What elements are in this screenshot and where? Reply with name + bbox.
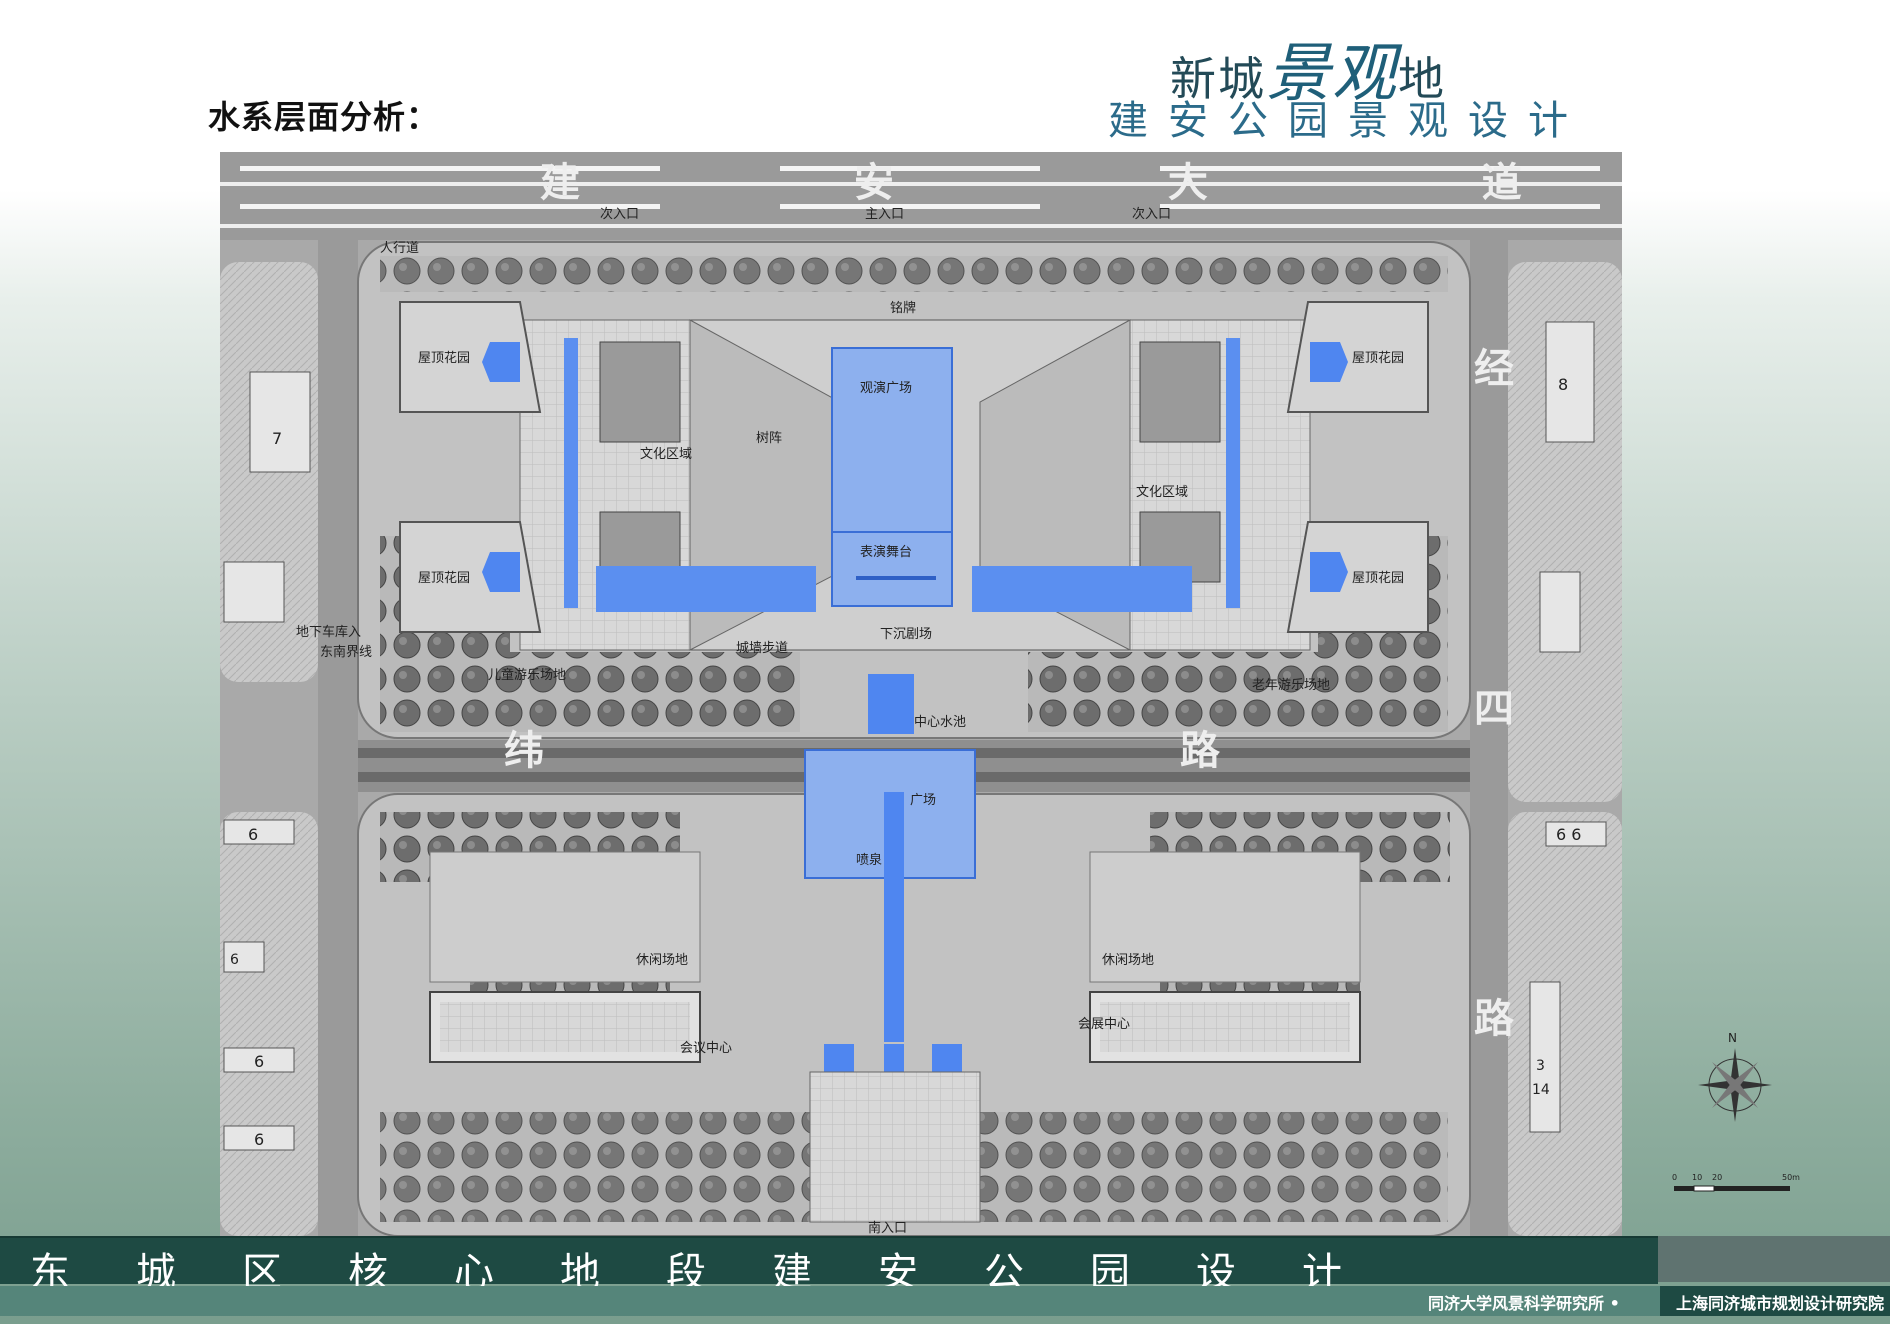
page-heading: 水系层面分析： [208,98,440,136]
scale-tick-0: 0 [1672,1173,1677,1182]
west-road [318,240,358,1236]
building-8 [1545,321,1595,443]
pool-ne [1310,342,1348,382]
brand-tail: 地 [1398,52,1446,106]
building-6d-label: 6 [254,1130,264,1149]
middle-road-name-left: 纬 [504,728,544,774]
east-block-south [1508,812,1622,1236]
scale-tick-50: 50m [1782,1173,1800,1182]
west-block-south [220,812,318,1236]
scale-bar: 0 10 20 50m [1672,1173,1800,1192]
celebration-plaza-label: 观演广场 [860,380,912,396]
building-7 [249,371,311,473]
water-channel-west [596,566,816,612]
minor-entrance-right: 次入口 [1132,206,1171,222]
footer-band [0,1236,1658,1284]
central-pond-label: 中心水池 [914,715,966,730]
pool-sw [482,552,520,592]
sidewalk-label: 人行道 [380,241,419,256]
north-road-dashes [240,166,1600,209]
leisure-w [429,851,701,983]
pool-nw [482,342,520,382]
sunken-plaza-label: 下沉剧场 [880,627,932,642]
fountain-label: 喷泉 [856,852,882,868]
stage-water [831,531,953,607]
inscription-wall-label: 铭牌 [890,300,916,316]
south-entrance-plaza [809,1071,981,1223]
north-road-name: 建 安 大 道 [540,160,1622,206]
project-title: 建安公园景观设计 [1108,98,1588,144]
roof-garden-se-label: 屋顶花园 [1352,570,1404,586]
leisure-w-label: 休闲场地 [636,953,688,968]
building-8-label: 8 [1558,375,1568,394]
square-label: 广场 [910,793,936,808]
leisure-e-label: 休闲场地 [1102,953,1154,968]
elderly-play-label: 老年游乐场地 [1252,678,1330,693]
middle-road-name-right: 路 [1180,728,1221,774]
central-pond [868,674,914,734]
building-6c-label: 6 [254,1052,264,1071]
site-plan-svg: 建 安 大 道 7 6 6 6 6 8 6 6 3 14 [220,152,1622,1236]
building-66 [1545,821,1607,847]
building-6a [223,819,295,845]
site-plan: 建 安 大 道 7 6 6 6 6 8 6 6 3 14 [220,152,1622,1236]
institute-left: 同济大学风景科学研究所 • [1428,1294,1620,1313]
water-channel-east [972,566,1192,612]
building-3-label: 3 [1536,1058,1545,1074]
water-strip-east [1226,338,1240,608]
scale-tick-20: 20 [1712,1173,1722,1182]
east-road-name-2: 四 [1474,686,1514,732]
city-wall-walk-label: 城墙步道 [736,641,788,656]
conference-center-label: 会议中心 [680,1041,732,1056]
building-14-label: 14 [1532,1082,1550,1098]
minor-entrance-left: 次入口 [600,206,639,222]
east-road [1470,240,1508,1236]
roof-garden-sw-label: 屋顶花园 [418,570,470,586]
building-6b-label: 6 [230,952,239,968]
building-6a-label: 6 [248,825,258,844]
footer-strip [0,1286,1890,1316]
compass-icon: N [1698,1031,1772,1122]
culture-zone-w-label: 文化区域 [640,447,692,462]
building-66-label: 6 6 [1556,825,1581,844]
underground-parking-label: 地下车库入 [296,624,361,640]
building-3-14 [1529,981,1561,1133]
footer-band-right [1658,1236,1890,1282]
brand-logo: 新城景观地 [1170,22,1446,114]
east-road-name-1: 经 [1474,346,1514,392]
water-strip-west [564,338,578,608]
roof-garden-nw-label: 屋顶花园 [418,350,470,366]
water-spine [884,792,904,1042]
east-road-name-3: 路 [1474,996,1515,1042]
pool-se [1310,552,1348,592]
building-7-label: 7 [272,429,282,448]
water-system [482,338,1348,1072]
roof-garden-buildings [399,301,1429,633]
brand-big: 景观 [1266,37,1398,111]
tree-array-label: 树阵 [756,431,782,446]
roof-garden-ne-label: 屋顶花园 [1352,350,1404,366]
north-mark: N [1728,1031,1737,1045]
children-play-label: 儿童游乐场地 [488,667,566,683]
scale-tick-10: 10 [1692,1173,1702,1182]
east-boundary-label: 东南界线 [320,644,372,660]
main-entrance: 主入口 [865,207,904,222]
performance-stage-label: 表演舞台 [860,544,912,560]
culture-zone-e-label: 文化区域 [1136,485,1188,500]
south-entrance-label: 南入口 [868,1220,907,1236]
leisure-e [1089,851,1361,983]
institute-right-box [1660,1286,1890,1316]
exhibition-center-label: 会展中心 [1078,1017,1130,1032]
brand-small: 新城 [1170,52,1266,106]
institute-right: 上海同济城市规划设计研究院 [1676,1294,1885,1313]
